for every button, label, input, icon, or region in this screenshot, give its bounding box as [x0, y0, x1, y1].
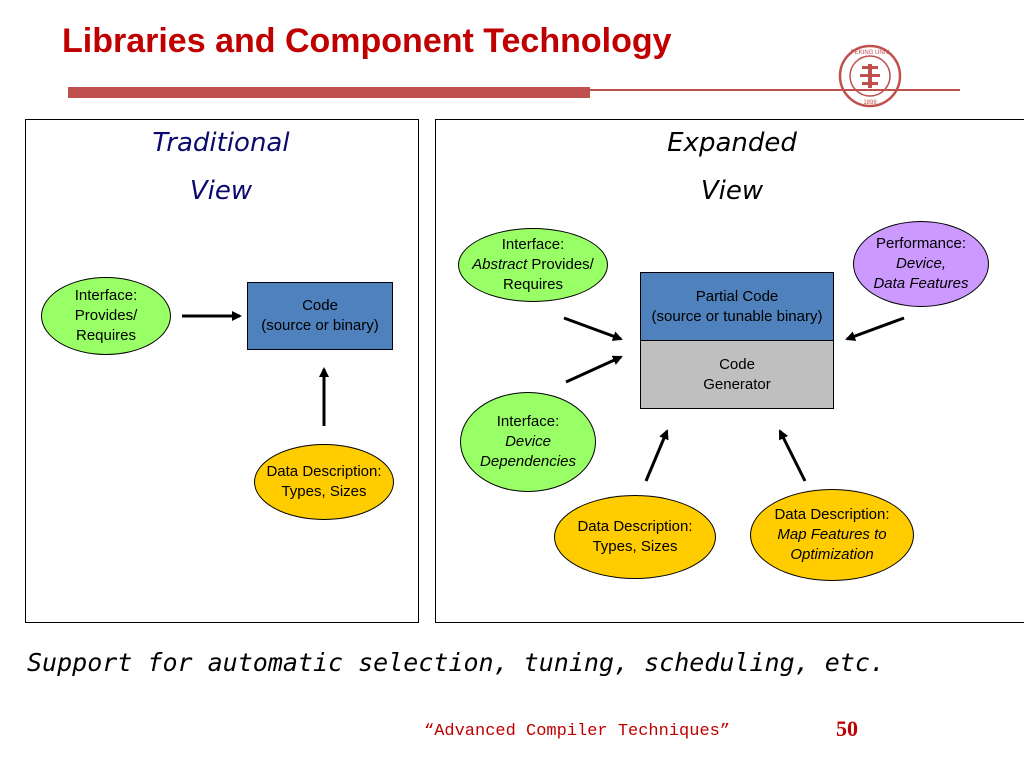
- footer-statement: Support for automatic selection, tuning,…: [27, 648, 885, 677]
- traditional-heading-line1: Traditional: [152, 128, 290, 158]
- expanded-data-description-types-ellipse: Data Description: Types, Sizes: [554, 495, 716, 579]
- expanded-interface-device-ellipse: Interface: Device Dependencies: [460, 392, 596, 492]
- ellipse-text: Types, Sizes: [281, 483, 367, 500]
- ellipse-italic-text: Device: [505, 433, 551, 450]
- traditional-data-description-ellipse: Data Description: Types, Sizes: [254, 444, 394, 520]
- ellipse-text: Data Description:: [577, 518, 693, 535]
- ellipse-text: Data Description:: [266, 463, 382, 480]
- ellipse-text: Requires: [75, 327, 137, 344]
- svg-text:PEKING UNIV: PEKING UNIV: [851, 50, 890, 56]
- traditional-heading: Traditional View: [25, 119, 417, 215]
- ellipse-text-row: Abstract Provides/: [472, 255, 594, 275]
- box-text: (source or tunable binary): [651, 307, 823, 325]
- expanded-heading: Expanded View: [632, 119, 832, 215]
- ellipse-text: Data Description:: [774, 506, 890, 523]
- title-underline-bar: [68, 87, 590, 98]
- svg-text:1898: 1898: [863, 100, 877, 106]
- expanded-partial-code-box: Partial Code (source or tunable binary): [640, 272, 834, 341]
- traditional-interface-ellipse: Interface: Provides/ Requires: [41, 277, 171, 355]
- ellipse-italic-text: Data Features: [873, 275, 969, 292]
- box-text: Code: [302, 297, 338, 314]
- ellipse-italic-text: Optimization: [790, 546, 874, 563]
- traditional-code-box: Code (source or binary): [247, 282, 393, 350]
- citation-text: “Advanced Compiler Techniques”: [424, 722, 731, 741]
- title-underline-rule: [590, 89, 960, 91]
- ellipse-italic-text: Device,: [895, 255, 947, 272]
- expanded-data-description-map-ellipse: Data Description: Map Features to Optimi…: [750, 489, 914, 581]
- expanded-code-generator-box: Code Generator: [640, 340, 834, 409]
- slide-title: Libraries and Component Technology: [62, 22, 672, 60]
- traditional-heading-line2: View: [189, 176, 253, 206]
- box-text: Generator: [703, 375, 771, 393]
- ellipse-text: Provides/: [74, 307, 138, 324]
- ellipse-text: Provides/: [527, 256, 594, 273]
- ellipse-text: Performance:: [875, 235, 967, 252]
- box-text: Partial Code: [695, 287, 779, 305]
- traditional-view-panel: [25, 119, 419, 623]
- ellipse-text: Requires: [502, 276, 564, 293]
- ellipse-italic-text: Dependencies: [480, 453, 576, 470]
- university-seal-logo: PEKING UNIV 1898: [838, 44, 902, 108]
- ellipse-text: Interface:: [496, 413, 560, 430]
- box-text: Code: [719, 355, 755, 373]
- expanded-heading-line2: View: [700, 176, 764, 206]
- ellipse-text: Interface:: [74, 287, 138, 304]
- expanded-heading-line1: Expanded: [667, 128, 797, 158]
- ellipse-text: Interface:: [501, 236, 565, 253]
- box-text: (source or binary): [261, 317, 379, 334]
- expanded-interface-abstract-ellipse: Interface: Abstract Provides/ Requires: [458, 228, 608, 302]
- page-number: 50: [836, 716, 858, 741]
- ellipse-italic-text: Map Features to: [777, 526, 887, 543]
- ellipse-text: Types, Sizes: [592, 538, 678, 555]
- ellipse-italic-text: Abstract: [472, 256, 528, 273]
- expanded-performance-ellipse: Performance: Device, Data Features: [853, 221, 989, 307]
